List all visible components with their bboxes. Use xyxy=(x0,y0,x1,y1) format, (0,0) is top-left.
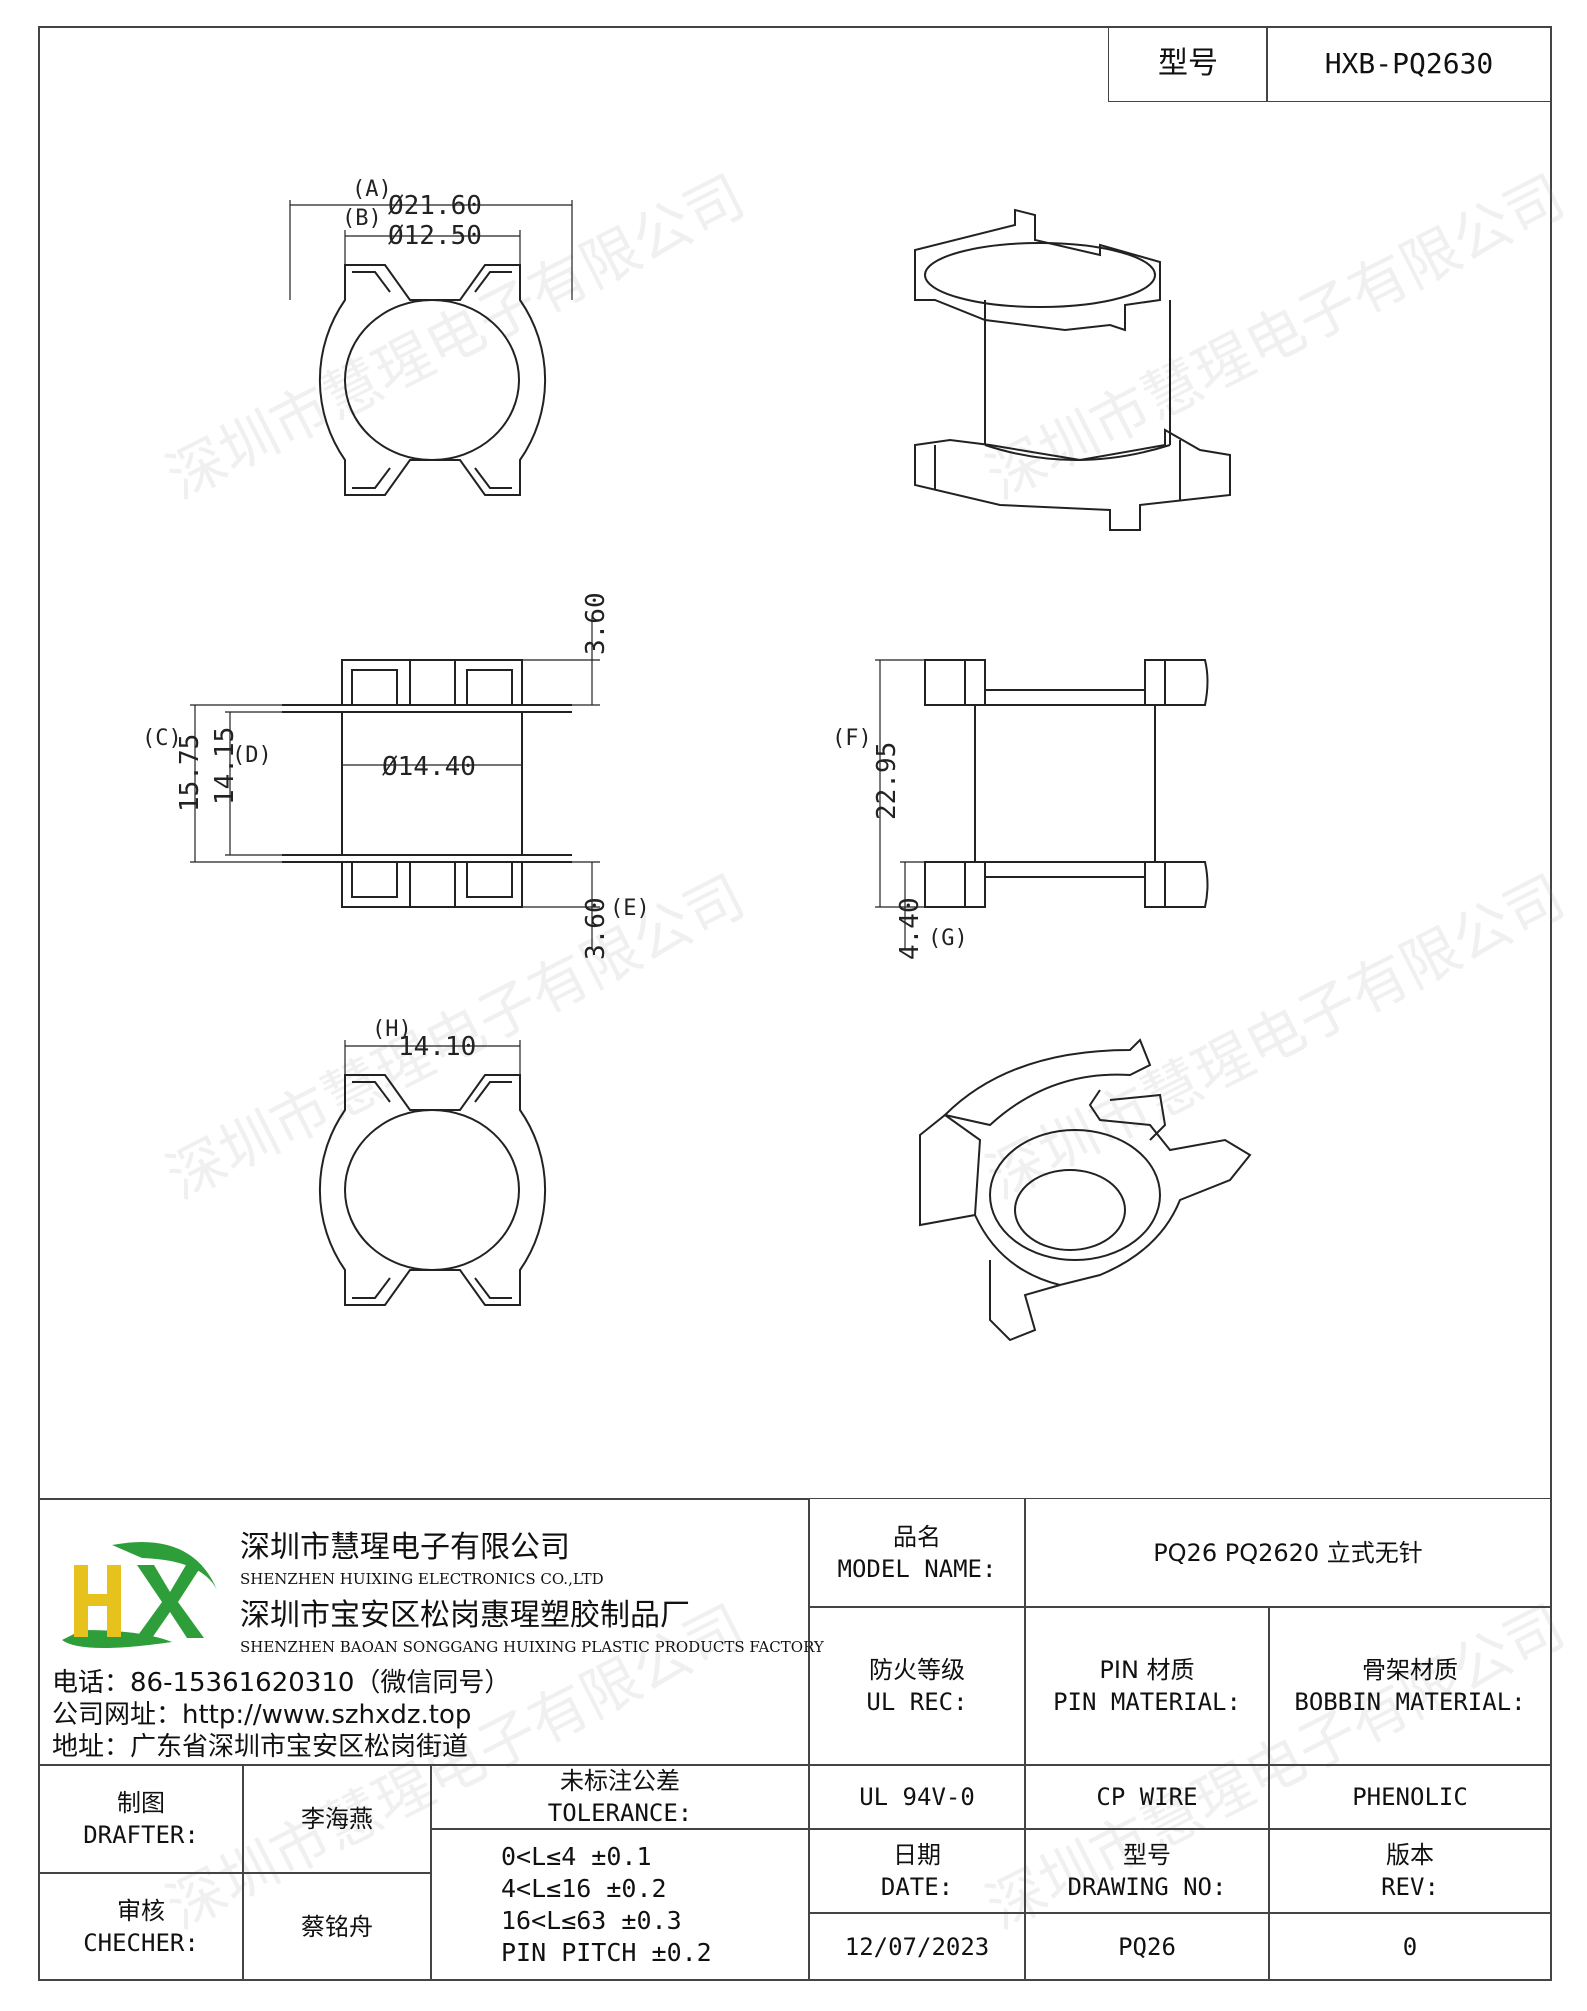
header-model-label: 型号 xyxy=(1108,26,1268,102)
tolerance-line: 0<L≤4 ±0.1 xyxy=(501,1841,652,1871)
model-name-en: MODEL NAME: xyxy=(837,1555,997,1583)
dim-g-value: 4.40 xyxy=(895,897,925,960)
dim-f-value: 22.95 xyxy=(872,742,902,820)
checker-label: 审核 CHECHER: xyxy=(38,1872,244,1981)
factory-name-en: SHENZHEN BAOAN SONGGANG HUIXING PLASTIC … xyxy=(240,1638,824,1656)
dim-g-label: (G) xyxy=(928,926,968,951)
company-website: 公司网址：http://www.szhxdz.top xyxy=(52,1700,472,1730)
dim-d-label: (D) xyxy=(232,743,272,768)
dim-e-value: 3.60 xyxy=(581,897,611,960)
pin-material-value: CP WIRE xyxy=(1024,1764,1270,1830)
tolerance-values: 0<L≤4 ±0.1 4<L≤16 ±0.2 16<L≤63 ±0.3 PIN … xyxy=(430,1828,810,1981)
header-model-value: HXB-PQ2630 xyxy=(1266,26,1552,102)
technical-drawing: (A) Ø21.60 (B) Ø12.50 (H) 14.10 Ø14.40 (… xyxy=(142,177,1252,1342)
factory-name-cn: 深圳市宝安区松岗惠瑆塑胶制品厂 xyxy=(240,1598,690,1633)
checker-name: 蔡铭舟 xyxy=(242,1872,432,1981)
dim-h-value: 14.10 xyxy=(398,1032,476,1062)
dim-a-label: (A) xyxy=(352,177,392,202)
dim-b-value: Ø12.50 xyxy=(388,221,482,251)
isometric-view-bottom xyxy=(919,1038,1252,1342)
company-name-en: SHENZHEN HUIXING ELECTRONICS CO.,LTD xyxy=(240,1570,604,1588)
dim-core-diameter: Ø14.40 xyxy=(382,752,476,782)
ul-rec-label: 防火等级 UL REC: xyxy=(808,1606,1026,1766)
date-value: 12/07/2023 xyxy=(808,1912,1026,1981)
top-view xyxy=(289,200,573,496)
tolerance-line: 4<L≤16 ±0.2 xyxy=(501,1873,667,1903)
company-name-cn: 深圳市慧瑆电子有限公司 xyxy=(240,1530,570,1565)
pin-material-label: PIN 材质 PIN MATERIAL: xyxy=(1024,1606,1270,1766)
company-phone: 电话：86-15361620310（微信同号） xyxy=(52,1668,511,1698)
dim-b-label: (B) xyxy=(342,206,382,231)
tolerance-line: 16<L≤63 ±0.3 xyxy=(501,1905,682,1935)
bottom-view xyxy=(318,1040,547,1306)
rev-value: 0 xyxy=(1268,1912,1552,1981)
model-name-value: PQ26 PQ2620 立式无针 xyxy=(1024,1498,1552,1608)
dim-c-value: 15.75 xyxy=(175,734,205,812)
dim-f-label: (F) xyxy=(832,726,872,751)
dim-d-value: 14.15 xyxy=(210,727,240,805)
drawing-no-label: 型号 DRAWING NO: xyxy=(1024,1828,1270,1914)
company-info-block xyxy=(38,1498,810,1766)
dim-e-label: (E) xyxy=(610,896,650,921)
company-address: 地址：广东省深圳市宝安区松岗街道 xyxy=(52,1732,469,1762)
isometric-view-top xyxy=(914,208,1231,531)
drawing-no-value: PQ26 xyxy=(1024,1912,1270,1981)
dim-top-flange: 3.60 xyxy=(581,592,611,655)
dim-c-label: (C) xyxy=(142,726,182,751)
company-logo xyxy=(62,1542,217,1649)
model-name-label: 品名 MODEL NAME: xyxy=(808,1498,1026,1608)
dim-a-value: Ø21.60 xyxy=(388,191,482,221)
bobbin-material-label: 骨架材质 BOBBIN MATERIAL: xyxy=(1268,1606,1552,1766)
model-name-cn: 品名 xyxy=(893,1523,941,1551)
date-label: 日期 DATE: xyxy=(808,1828,1026,1914)
tolerance-line: PIN PITCH ±0.2 xyxy=(501,1937,712,1967)
ul-value: UL 94V-0 xyxy=(808,1764,1026,1830)
bobbin-material-value: PHENOLIC xyxy=(1268,1764,1552,1830)
front-view xyxy=(190,615,600,950)
rev-label: 版本 REV: xyxy=(1268,1828,1552,1914)
side-view xyxy=(875,659,1209,950)
drafter-label: 制图 DRAFTER: xyxy=(38,1764,244,1874)
dim-h-label: (H) xyxy=(372,1017,412,1042)
tolerance-label: 未标注公差 TOLERANCE: xyxy=(430,1764,810,1830)
drafter-name: 李海燕 xyxy=(242,1764,432,1874)
